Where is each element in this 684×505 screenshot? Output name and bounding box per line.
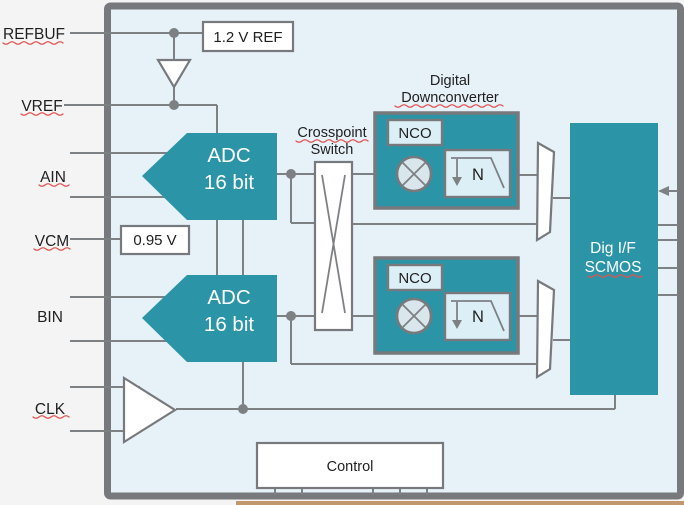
pin-label-clk: CLK <box>35 401 66 418</box>
squiggle-scmos <box>587 274 643 278</box>
spellcheck-underlines <box>2 41 643 419</box>
mixer-a-icon <box>395 155 433 193</box>
nco-a-box <box>386 118 444 147</box>
decimator-b-box: N <box>443 291 512 342</box>
lowpass-curve-icon <box>451 157 505 189</box>
mux-b-shape <box>535 279 556 379</box>
ddc-title-line1: Digital <box>430 73 470 89</box>
squiggle-crosspoint <box>295 139 369 143</box>
pin-label-ain: AIN <box>40 169 66 186</box>
clk-buffer-amp-icon <box>122 376 178 444</box>
pin-label-bin: BIN <box>37 309 63 326</box>
junction-dot <box>169 100 179 110</box>
squiggle-downconverter <box>394 104 504 108</box>
junction-dot <box>169 28 179 38</box>
junction-dot <box>286 169 296 179</box>
adc-b-label-line2: 16 bit <box>204 313 254 336</box>
adc-a-label-line2: 16 bit <box>204 171 254 194</box>
dig-if-block: Dig I/F SCMOS <box>570 123 658 395</box>
control-label: Control <box>327 459 374 475</box>
adc-a-label-line1: ADC <box>207 144 250 167</box>
vcm-0v95-label: 0.95 V <box>133 232 176 249</box>
ref-1v2-box <box>201 20 295 53</box>
crosspoint-label-line1: Crosspoint <box>297 125 366 141</box>
mux-a-shape <box>535 141 556 242</box>
wires <box>64 28 678 495</box>
crosspoint-x-icon <box>321 174 346 314</box>
pin-label-vcm: VCM <box>35 233 69 250</box>
decimator-a-box: N <box>443 148 512 199</box>
adc-b-block: ADC 16 bit <box>142 275 277 362</box>
ref-buffer-amp-icon <box>156 58 192 90</box>
decimator-b-label: N <box>472 308 484 326</box>
nco-b-label: NCO <box>398 270 431 287</box>
down-arrow-head-icon <box>452 177 462 186</box>
lowpass-curve-icon <box>451 300 505 332</box>
nco-a-label: NCO <box>398 125 431 142</box>
squiggle-vcm <box>33 247 71 251</box>
input-arrow-icon <box>658 186 669 196</box>
bottom-edge-strip <box>236 501 684 505</box>
vcm-0v95-box <box>119 224 191 256</box>
mixer-b-icon <box>395 297 433 335</box>
adc-b-label-line1: ADC <box>207 286 250 309</box>
decimator-a-label: N <box>472 166 484 184</box>
ddc-b-block: NCO N <box>373 256 520 355</box>
control-block <box>255 441 445 490</box>
dig-if-label-line2: SCMOS <box>585 259 642 276</box>
adc-a-block: ADC 16 bit <box>142 133 277 220</box>
dig-if-label-line1: Dig I/F <box>590 240 636 257</box>
pin-label-refbuf: REFBUF <box>3 26 65 43</box>
down-arrow-head-icon <box>452 320 462 329</box>
squiggle-ain <box>38 183 70 187</box>
pin-label-vref: VREF <box>21 98 62 115</box>
crosspoint-switch-block: Crosspoint Switch <box>297 125 367 332</box>
ref-1v2-label: 1.2 V REF <box>213 29 282 46</box>
squiggle-clk <box>32 415 70 419</box>
squiggle-vref <box>20 112 64 116</box>
nco-b-box <box>386 263 444 292</box>
ddc-a-block: NCO N <box>373 111 520 210</box>
ddc-title-line2: Downconverter <box>401 90 499 106</box>
squiggle-refbuf <box>2 41 64 45</box>
crosspoint-label-line2: Switch <box>311 142 354 158</box>
junction-dot <box>286 311 296 321</box>
junction-dot <box>238 404 248 414</box>
